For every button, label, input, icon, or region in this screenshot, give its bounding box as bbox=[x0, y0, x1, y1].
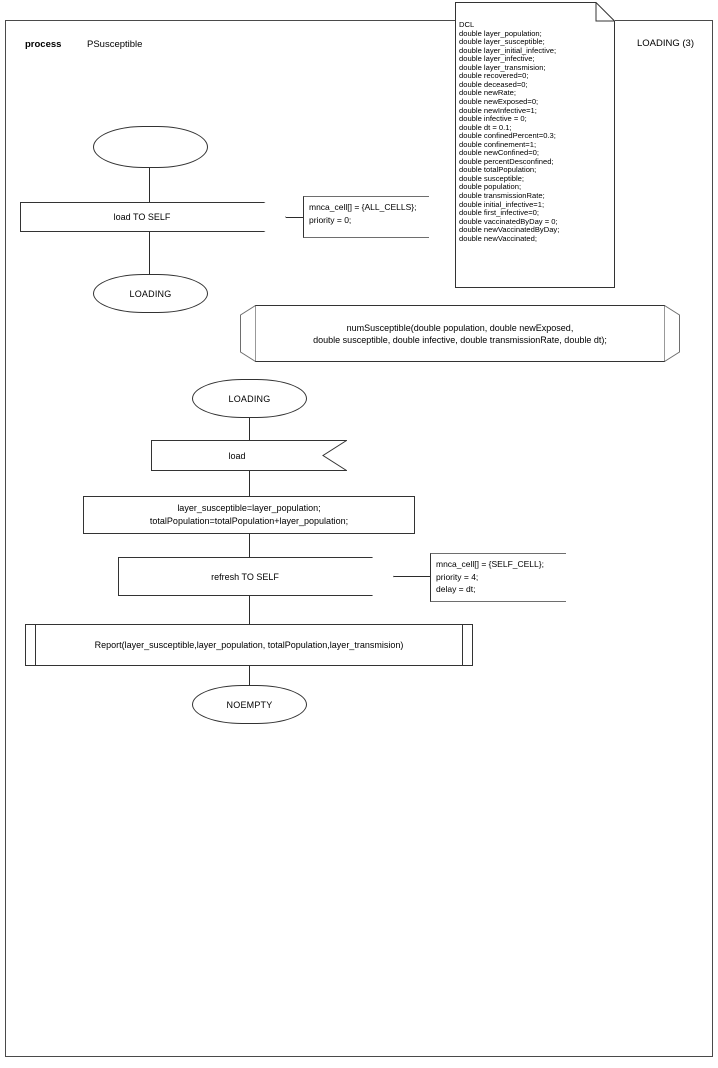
output-load-to-self-label: load TO SELF bbox=[113, 212, 171, 222]
predefined-report[interactable]: Report(layer_susceptible,layer_populatio… bbox=[25, 624, 473, 666]
connector-loading2-to-input bbox=[249, 418, 250, 440]
comment-leader-load bbox=[286, 217, 303, 218]
state-loading-2-label: LOADING bbox=[228, 393, 271, 404]
comment-load: mnca_cell[] = {ALL_CELLS}; priority = 0; bbox=[303, 196, 429, 238]
state-start[interactable] bbox=[93, 126, 208, 168]
connector-start-to-load bbox=[149, 168, 150, 202]
state-count-label: LOADING (3) bbox=[637, 38, 695, 49]
connector-report-to-noempty bbox=[249, 666, 250, 685]
state-loading-1[interactable]: LOADING bbox=[93, 274, 208, 313]
task-assign-label: layer_susceptible=layer_population; tota… bbox=[149, 503, 349, 526]
connector-input-to-task bbox=[249, 471, 250, 496]
state-noempty-label: NOEMPTY bbox=[226, 699, 273, 710]
task-assign[interactable]: layer_susceptible=layer_population; tota… bbox=[83, 496, 415, 534]
predefined-report-label: Report(layer_susceptible,layer_populatio… bbox=[94, 639, 404, 650]
declaration-text: DCL double layer_population; double laye… bbox=[459, 20, 560, 243]
output-refresh-to-self-label: refresh TO SELF bbox=[211, 571, 279, 582]
connector-task-to-refresh bbox=[249, 534, 250, 557]
output-load-to-self[interactable]: load TO SELF bbox=[20, 202, 286, 232]
procedure-outline-icon bbox=[240, 305, 680, 362]
predef-bar-left bbox=[35, 625, 36, 665]
comment-refresh: mnca_cell[] = {SELF_CELL}; priority = 4;… bbox=[430, 553, 566, 602]
procedure-num-susceptible[interactable]: numSusceptible(double population, double… bbox=[240, 305, 680, 362]
connector-refresh-to-report bbox=[249, 596, 250, 624]
state-loading-2[interactable]: LOADING bbox=[192, 379, 307, 418]
input-outline-icon bbox=[151, 440, 347, 471]
input-load[interactable]: load bbox=[151, 440, 347, 471]
comment-leader-refresh bbox=[394, 576, 430, 577]
state-loading-1-label: LOADING bbox=[129, 288, 172, 299]
output-refresh-to-self[interactable]: refresh TO SELF bbox=[118, 557, 394, 596]
state-noempty[interactable]: NOEMPTY bbox=[192, 685, 307, 724]
connector-load-to-loading1 bbox=[149, 232, 150, 274]
predef-bar-right bbox=[462, 625, 463, 665]
declaration-note: DCL double layer_population; double laye… bbox=[455, 2, 615, 288]
process-frame bbox=[5, 20, 713, 1057]
process-keyword-label: process bbox=[25, 39, 62, 50]
process-name-label: PSusceptible bbox=[87, 39, 143, 50]
